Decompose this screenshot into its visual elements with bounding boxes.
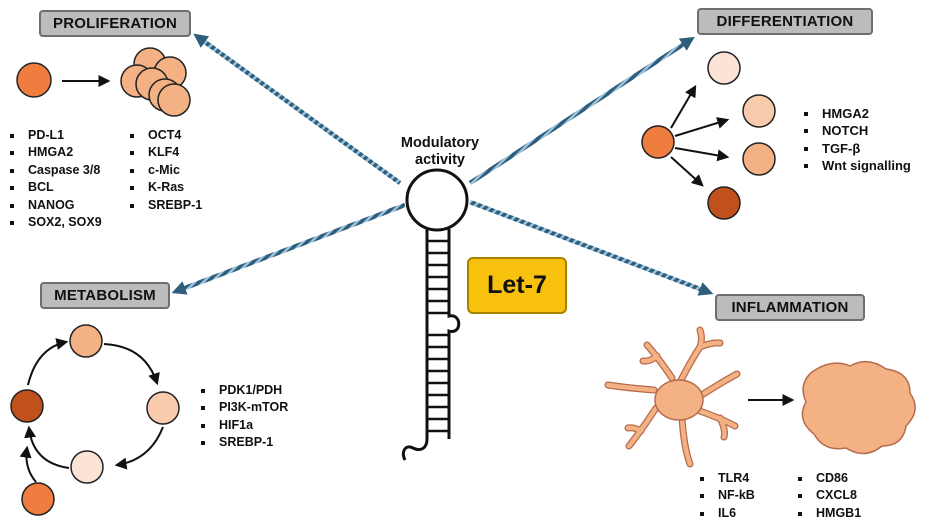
gene-item: TLR4	[698, 470, 755, 487]
let7-hairpin	[401, 168, 469, 461]
gene-item: BCL	[8, 179, 102, 196]
diff-cell-light	[742, 94, 776, 128]
gene-item: HMGB1	[796, 505, 861, 522]
diff-cell-dark	[707, 186, 741, 220]
gene-item: CD86	[796, 470, 861, 487]
title-line-1: Modulatory	[400, 135, 480, 151]
modulatory-activity-title: Modulatory activity	[380, 135, 500, 169]
gene-item: OCT4	[128, 127, 202, 144]
gene-item: NF-kB	[698, 487, 755, 504]
gene-item: SOX2, SOX9	[8, 214, 102, 231]
gene-item: c-Mic	[128, 162, 202, 179]
metabolism-cell-bottom	[70, 450, 104, 484]
label-proliferation: PROLIFERATION	[39, 10, 191, 37]
gene-item: IL6	[698, 505, 755, 522]
metabolism-cycle	[10, 324, 180, 516]
metabolism-cell-top	[69, 324, 103, 358]
inflammation-genes-left: TLR4 NF-kB IL6	[698, 470, 755, 522]
diff-cell-medium	[742, 142, 776, 176]
label-inflammation: INFLAMMATION	[715, 294, 865, 321]
gene-item: PI3K-mTOR	[199, 399, 288, 416]
gene-item: NANOG	[8, 197, 102, 214]
gene-item: SREBP-1	[199, 434, 288, 451]
arrow-to-metabolism	[171, 202, 406, 295]
gene-item: Caspase 3/8	[8, 162, 102, 179]
label-differentiation: DIFFERENTIATION	[697, 8, 873, 35]
metabolism-cell-right	[146, 391, 180, 425]
hairpin-loop	[405, 168, 469, 232]
gene-item: PD-L1	[8, 127, 102, 144]
differentiation-illustration	[641, 51, 776, 220]
proliferation-genes-right: OCT4 KLF4 c-Mic K-Ras SREBP-1	[128, 127, 202, 214]
gene-item: CXCL8	[796, 487, 861, 504]
progenitor-cell	[641, 125, 675, 159]
dendritic-cell-body	[654, 379, 704, 421]
arrow-to-proliferation	[193, 33, 402, 185]
gene-item: NOTCH	[802, 122, 911, 139]
gene-item: K-Ras	[128, 179, 202, 196]
gene-item: HIF1a	[199, 417, 288, 434]
gene-item: KLF4	[128, 144, 202, 161]
metabolism-genes: PDK1/PDH PI3K-mTOR HIF1a SREBP-1	[199, 382, 288, 452]
gene-item: TGF-β	[802, 140, 911, 157]
proliferation-illustration	[16, 47, 191, 117]
modulatory-arrows	[171, 33, 714, 296]
single-cell	[16, 62, 52, 98]
dendritic-cell	[604, 326, 741, 468]
inflammation-genes-right: CD86 CXCL8 HMGB1	[796, 470, 861, 522]
cell-cluster	[120, 47, 191, 117]
gene-item: HMGA2	[8, 144, 102, 161]
arrow-to-differentiation	[468, 36, 695, 185]
activated-cell	[801, 360, 916, 455]
proliferation-genes-left: PD-L1 HMGA2 Caspase 3/8 BCL NANOG SOX2, …	[8, 127, 102, 231]
hairpin-stem	[401, 229, 461, 461]
title-line-2: activity	[415, 152, 465, 168]
gene-item: HMGA2	[802, 105, 911, 122]
gene-item: Wnt signalling	[802, 157, 911, 174]
label-metabolism: METABOLISM	[40, 282, 170, 309]
inflammation-illustration	[604, 326, 916, 468]
metabolism-cell-entry	[21, 482, 55, 516]
arrow-to-inflammation	[469, 199, 714, 296]
gene-item: SREBP-1	[128, 197, 202, 214]
metabolism-cell-left	[10, 389, 44, 423]
diff-cell-pale	[707, 51, 741, 85]
gene-item: PDK1/PDH	[199, 382, 288, 399]
hairpin-base-pairs	[427, 239, 449, 433]
differentiation-genes: HMGA2 NOTCH TGF-β Wnt signalling	[802, 105, 911, 175]
let7-label: Let-7	[467, 257, 567, 314]
